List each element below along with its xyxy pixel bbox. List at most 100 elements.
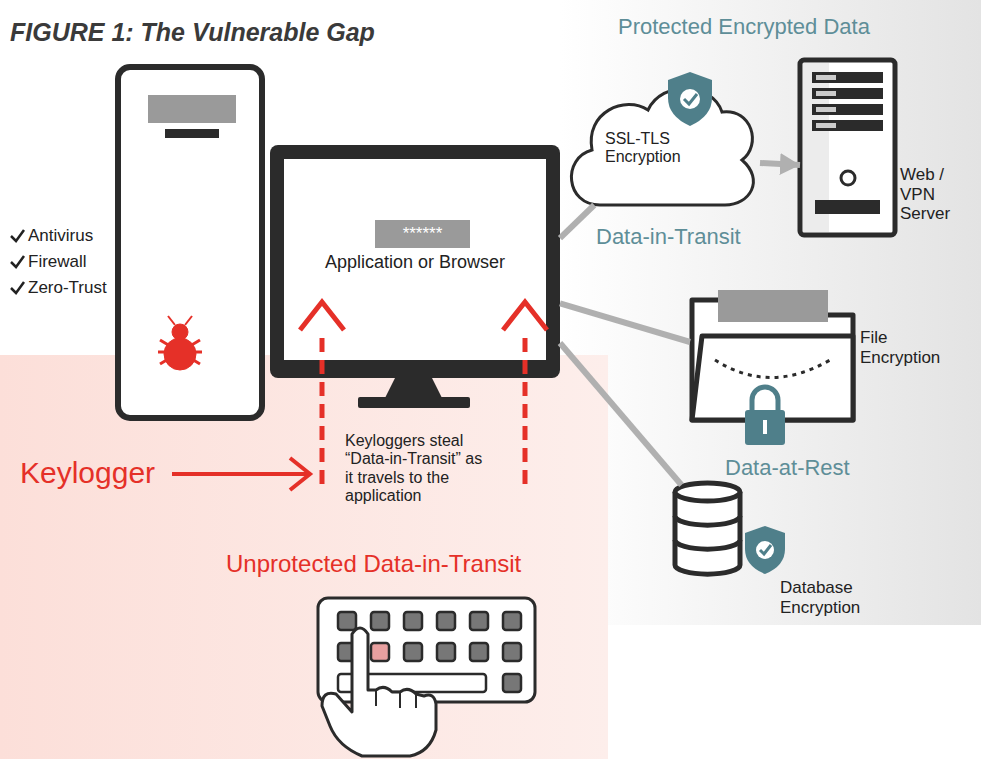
keyboard-key — [503, 612, 521, 630]
zone-label: Data-in-Transit — [596, 224, 741, 249]
computer-tower — [118, 67, 262, 418]
zone-label: Unprotected Data-in-Transit — [226, 550, 521, 578]
keylogger-intercept — [290, 458, 310, 490]
folder — [718, 290, 828, 322]
keyboard-key — [503, 643, 521, 661]
server — [812, 120, 883, 131]
server — [816, 107, 836, 112]
checklist-item: Zero-Trust — [28, 278, 107, 298]
shield-icon — [760, 545, 771, 554]
connector-line — [560, 303, 690, 342]
zone-label: Data-at-Rest — [725, 455, 850, 480]
computer-tower — [165, 129, 219, 138]
shield-icon — [745, 526, 785, 574]
node-text: Application or Browser — [270, 252, 560, 273]
checkmarks — [11, 282, 24, 293]
keyboard-key — [437, 643, 455, 661]
keylogger-intercept — [300, 302, 344, 330]
node-text: Database Encryption — [780, 578, 880, 617]
shield-icon — [756, 541, 774, 559]
folder — [692, 290, 853, 420]
node-text: File Encryption — [860, 328, 954, 367]
server — [812, 72, 883, 83]
keylogger-bug — [172, 324, 188, 340]
server — [816, 75, 836, 80]
server — [800, 60, 895, 235]
keylogger-bug — [168, 316, 175, 325]
checkmarks — [11, 230, 24, 241]
keyboard-key — [470, 612, 488, 630]
callout-note: Keyloggers steal “Data-in-Transit” as it… — [345, 432, 485, 506]
checklist-item: Firewall — [28, 252, 87, 272]
node-text: Web / VPN Server — [900, 165, 962, 224]
connector-line — [760, 163, 800, 165]
server — [841, 171, 855, 185]
node-text: ****** — [375, 220, 470, 248]
database — [675, 483, 740, 501]
checklist-item: Antivirus — [28, 226, 93, 246]
folder — [692, 336, 853, 420]
computer-tower — [118, 67, 262, 418]
monitor — [358, 397, 470, 408]
monitor — [270, 145, 560, 378]
cloud — [571, 88, 753, 205]
database — [675, 540, 740, 549]
cloud — [571, 88, 753, 205]
server — [800, 60, 895, 235]
keyboard-key — [470, 643, 488, 661]
database — [675, 483, 740, 574]
connector-line — [560, 205, 594, 238]
shield-icon — [684, 94, 697, 104]
shield-icon — [745, 526, 785, 574]
node-text: SSL-TLS Encryption — [605, 130, 705, 167]
keyboard — [503, 674, 521, 692]
keylogger-intercept — [523, 338, 528, 492]
connector-line — [560, 343, 682, 485]
zone-heading: Protected Encrypted Data — [618, 14, 870, 39]
server: Web / VPN Server — [800, 60, 895, 235]
server — [812, 88, 883, 99]
file-folder: File Encryption — [690, 290, 855, 420]
keyboard-key — [404, 612, 422, 630]
server — [815, 200, 880, 214]
pointing-hand — [322, 628, 436, 756]
keyboard-key — [338, 612, 356, 630]
database — [675, 516, 740, 525]
lock-icon — [745, 387, 785, 445]
shield-icon — [668, 72, 712, 126]
pointing-hand — [376, 690, 416, 708]
keylogger-bug — [164, 338, 196, 370]
keyboard-key — [371, 612, 389, 630]
database: Database Encryption — [675, 485, 740, 575]
checkmarks — [11, 256, 24, 267]
shield-icon — [680, 89, 700, 109]
pointing-hand — [322, 628, 436, 756]
password-field: ****** — [375, 220, 470, 248]
database — [675, 492, 740, 574]
keylogger-bug — [185, 316, 192, 325]
server — [816, 91, 836, 96]
monitor — [385, 378, 442, 398]
keyboard-key — [404, 643, 422, 661]
protected-panel — [560, 0, 981, 625]
lock-icon — [763, 420, 767, 434]
lock-icon — [752, 387, 778, 412]
monitor — [270, 145, 560, 408]
keyboard-key — [437, 612, 455, 630]
computer-tower — [148, 95, 236, 123]
unprotected-panel — [0, 355, 608, 759]
keylogger-intercept — [320, 338, 325, 492]
server — [812, 104, 883, 115]
monitor-screen: Application or Browser ****** — [270, 145, 560, 378]
shield-icon — [668, 72, 712, 126]
folder — [715, 360, 830, 378]
keylogger-intercept — [503, 302, 547, 330]
figure-title: FIGURE 1: The Vulnerable Gap — [10, 18, 375, 47]
checkmarks — [11, 230, 24, 293]
keylogger-intercept — [172, 472, 308, 476]
